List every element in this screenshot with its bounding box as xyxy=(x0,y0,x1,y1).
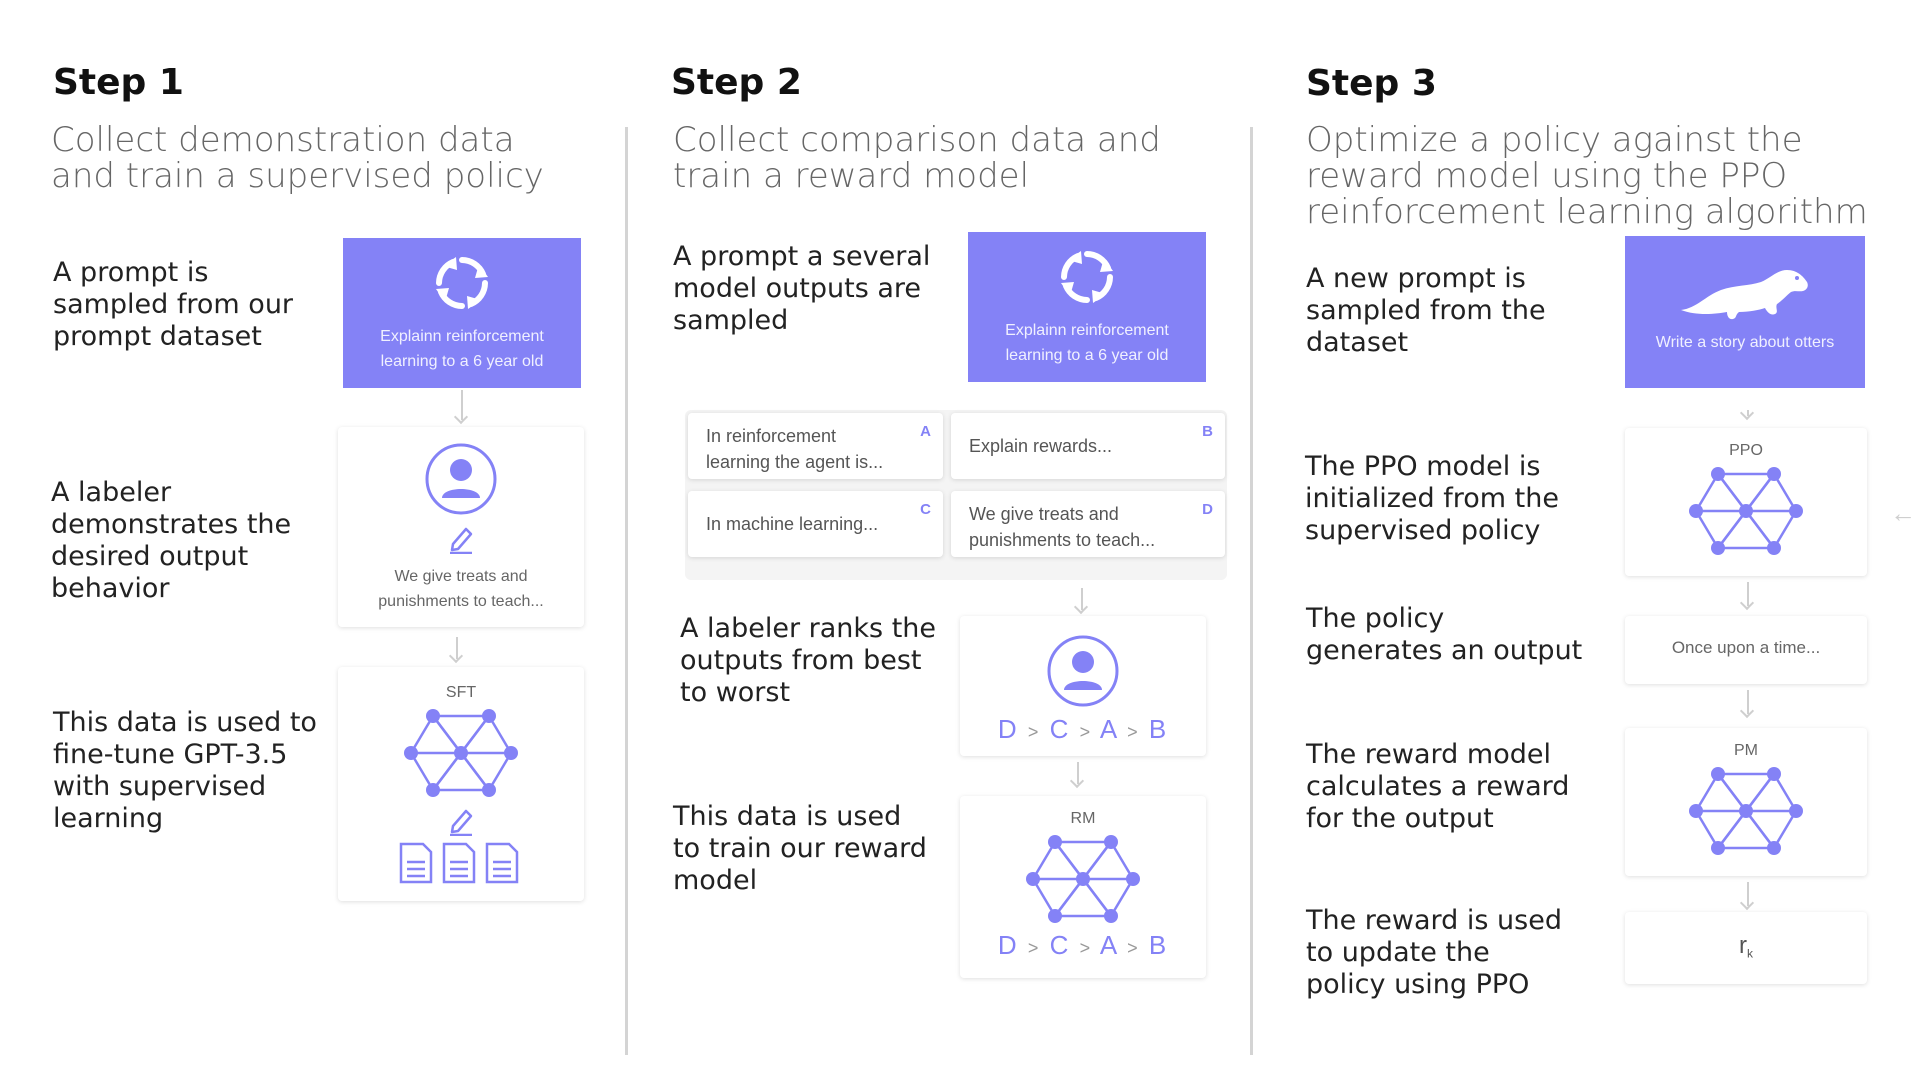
pm-label: PM xyxy=(1734,742,1758,759)
step2-rank-card: D > C > A > B xyxy=(960,616,1206,756)
step1-desc-labeler: A labeler demonstrates the desired outpu… xyxy=(51,477,292,604)
output-card-b: Explain rewards... B xyxy=(951,413,1225,479)
step3-arrow-0 xyxy=(1747,410,1749,416)
step1-desc-prompt: A prompt is sampled from our prompt data… xyxy=(53,257,294,352)
step3-arrow-1 xyxy=(1747,582,1749,606)
step2-desc-train: This data is used to train our reward mo… xyxy=(673,801,927,896)
step1-prompt-box: Explainn reinforcement learning to a 6 y… xyxy=(343,238,581,388)
rm-label: RM xyxy=(1070,810,1096,827)
output-card-d: We give treats and punishments to teach.… xyxy=(951,491,1225,557)
divider-2 xyxy=(1250,127,1253,1055)
refresh-icon xyxy=(436,257,488,309)
output-letter-a: A xyxy=(920,423,931,440)
step3-pm-card: PM xyxy=(1625,728,1867,876)
step2-arrow-2 xyxy=(1077,762,1079,784)
step3-desc-generate: The policy generates an output xyxy=(1306,603,1583,666)
step3-desc-prompt: A new prompt is sampled from the dataset xyxy=(1306,263,1546,358)
step1-desc-finetune: This data is used to fine-tune GPT-3.5 w… xyxy=(53,707,317,834)
feedback-arrow-icon: ← xyxy=(1890,498,1916,528)
step2-rm-card: RM D > C > A > B xyxy=(960,796,1206,978)
divider-1 xyxy=(625,127,628,1055)
step1-title: Step 1 xyxy=(53,62,184,103)
step1-sft-card: SFT xyxy=(338,667,584,901)
step3-column: Step 3 Optimize a policy against the rew… xyxy=(1250,0,1920,1080)
step3-subtitle: Optimize a policy against the reward mod… xyxy=(1306,120,1868,232)
output-letter-b: B xyxy=(1202,423,1213,440)
step3-desc-ppo-init: The PPO model is initialized from the su… xyxy=(1305,451,1559,546)
pencil-icon xyxy=(450,527,473,554)
step3-reward-card: rk xyxy=(1625,912,1867,984)
neural-network-icon xyxy=(1689,767,1803,855)
step1-arrow-1 xyxy=(461,390,463,420)
output-card-a: In reinforcement learning the agent is..… xyxy=(688,413,943,479)
ppo-label: PPO xyxy=(1729,442,1763,459)
labeler-avatar-icon xyxy=(425,443,497,515)
step3-arrow-2 xyxy=(1747,690,1749,714)
step1-subtitle: Collect demonstration data and train a s… xyxy=(51,120,544,196)
reward-symbol: r xyxy=(1739,932,1747,959)
pencil-icon xyxy=(450,809,473,836)
output-letter-d: D xyxy=(1202,501,1213,518)
step3-ppo-card: PPO xyxy=(1625,428,1867,576)
step1-demo-card: We give treats and punishments to teach.… xyxy=(338,427,584,627)
step2-desc-rank: A labeler ranks the outputs from best to… xyxy=(680,613,936,708)
sft-label: SFT xyxy=(445,684,477,701)
step1-arrow-2 xyxy=(456,637,458,659)
ranking-order: D > C > A > B xyxy=(997,714,1169,744)
otter-icon xyxy=(1681,270,1808,320)
step2-column: Step 2 Collect comparison data and train… xyxy=(625,0,1250,1080)
documents-icon xyxy=(399,842,519,884)
step1-column: Step 1 Collect demonstration data and tr… xyxy=(0,0,625,1080)
neural-network-icon xyxy=(1026,835,1140,923)
step2-arrow-1 xyxy=(1081,588,1083,610)
step2-prompt-box: Explainn reinforcement learning to a 6 y… xyxy=(968,232,1206,382)
step3-desc-update: The reward is used to update the policy … xyxy=(1306,905,1562,1000)
refresh-icon xyxy=(1061,251,1113,303)
step3-arrow-3 xyxy=(1747,882,1749,906)
step2-title: Step 2 xyxy=(671,62,802,103)
neural-network-icon xyxy=(1689,467,1803,555)
reward-subscript: k xyxy=(1747,946,1753,961)
step3-title: Step 3 xyxy=(1306,63,1437,104)
output-letter-c: C xyxy=(920,501,931,518)
step2-desc-prompt: A prompt a several model outputs are sam… xyxy=(673,241,931,336)
step3-prompt-box: Write a story about otters xyxy=(1625,236,1865,388)
labeler-avatar-icon xyxy=(1047,635,1119,707)
step2-subtitle: Collect comparison data and train a rewa… xyxy=(673,120,1161,196)
step3-output-card: Once upon a time... xyxy=(1625,616,1867,684)
rm-ranking-order: D > C > A > B xyxy=(997,930,1169,960)
output-card-c: In machine learning... C xyxy=(688,491,943,557)
step3-desc-reward: The reward model calculates a reward for… xyxy=(1306,739,1570,834)
neural-network-icon xyxy=(404,709,518,797)
